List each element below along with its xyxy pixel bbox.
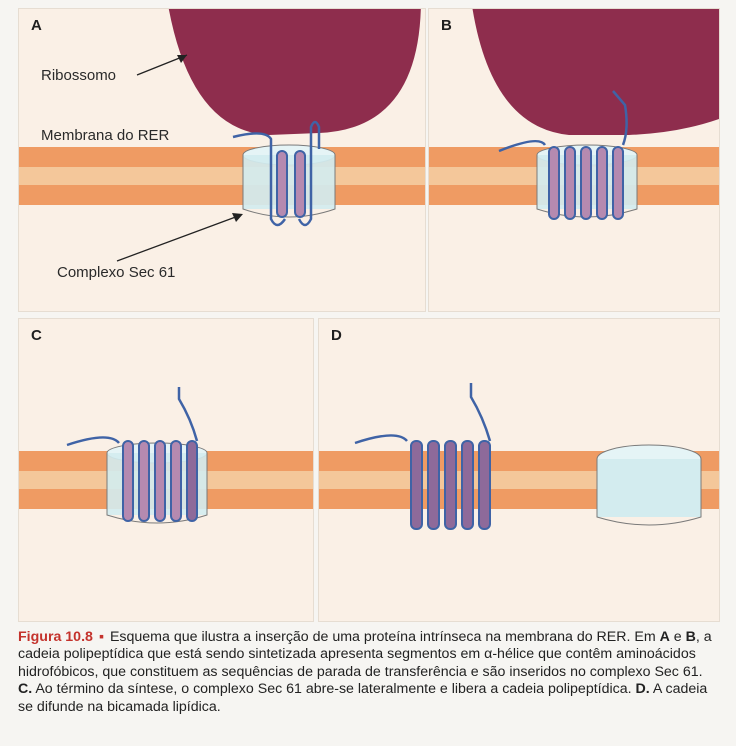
alpha-helix <box>294 150 306 218</box>
alpha-helix-group <box>410 440 491 530</box>
caption-bullet: ▪ <box>98 629 104 645</box>
caption-ref-c: C. <box>18 681 33 698</box>
figure-caption: Figura 10.8 ▪ Esquema que ilustra a inserç… <box>18 629 718 716</box>
panel-a-illustration <box>19 9 425 262</box>
alpha-helix-group <box>548 146 624 220</box>
panel-c-illustration <box>19 387 313 524</box>
membrane-inner-leaflet <box>19 185 425 205</box>
sec61-complex <box>243 155 335 209</box>
ribosome <box>472 9 719 135</box>
panel-a: A Ribossomo Membrana do RER Complexo Sec… <box>18 8 426 312</box>
complex-label: Complexo Sec 61 <box>57 264 176 281</box>
polypeptide-chain <box>498 90 628 153</box>
caption-text: Ao término da síntese, o complexo Sec 61… <box>32 681 636 698</box>
polypeptide-chain <box>66 387 199 447</box>
panel-b-illustration <box>429 9 719 220</box>
caption-text: Esquema que ilustra a inserção de uma pr… <box>109 629 660 645</box>
panel-d-illustration <box>319 383 719 530</box>
ribosome <box>168 9 421 135</box>
membrane-label: Membrana do RER <box>41 127 170 144</box>
panel-letter: B <box>441 17 452 34</box>
alpha-helix <box>276 150 288 218</box>
panel-letter: C <box>31 327 42 344</box>
membrane-outer-leaflet <box>19 147 425 167</box>
alpha-helix-group <box>122 440 198 522</box>
panel-b: B <box>428 8 720 312</box>
panel-letter: D <box>331 327 342 344</box>
ribosome-label: Ribossomo <box>41 67 117 84</box>
sec61-complex-closed <box>597 459 701 517</box>
caption-text: A cadeia se difunde na bicamada lipídica… <box>18 681 708 715</box>
panel-d: D <box>318 318 720 622</box>
polypeptide-chain <box>232 120 321 227</box>
caption-ref-d: D. <box>635 681 650 698</box>
panel-c: C <box>18 318 314 622</box>
caption-ref-b: B <box>685 629 696 645</box>
caption-ref-a: A <box>659 629 670 645</box>
polypeptide-chain <box>354 383 492 445</box>
panel-letter: A <box>31 17 42 34</box>
figure-number: Figura 10.8 <box>18 629 93 645</box>
complex-arrow <box>116 214 242 262</box>
caption-text: e <box>669 629 686 645</box>
caption-text: , a cadeia polipeptídica que está sendo … <box>18 629 712 680</box>
